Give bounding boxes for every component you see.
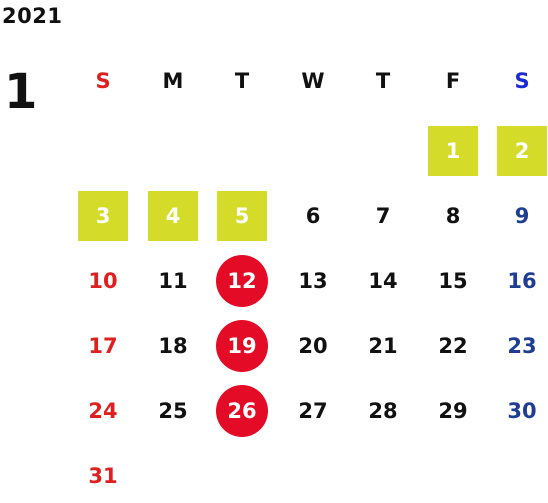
day-cell: 9: [497, 191, 547, 241]
day-number: 29: [438, 399, 468, 423]
day-number: 22: [438, 334, 468, 358]
day-number: 9: [514, 204, 530, 228]
closed-day-circle: [216, 320, 268, 372]
day-cell: 24: [78, 386, 128, 436]
day-cell: 30: [497, 386, 547, 436]
day-cell: 18: [148, 321, 198, 371]
day-number: 3: [95, 204, 111, 228]
day-number: 16: [507, 269, 537, 293]
day-number: 31: [88, 464, 118, 488]
day-cell: 20: [288, 321, 338, 371]
day-number: 21: [368, 334, 398, 358]
day-cell-closed: 26: [216, 385, 268, 437]
closed-day-circle: [216, 385, 268, 437]
closed-day-circle: [216, 255, 268, 307]
day-number: 18: [158, 334, 188, 358]
day-cell-holiday: 1: [428, 126, 478, 176]
day-cell: 14: [358, 256, 408, 306]
day-cell-holiday: 4: [148, 191, 198, 241]
day-number: 5: [234, 204, 250, 228]
day-number: 1: [445, 139, 461, 163]
day-number: 23: [507, 334, 537, 358]
day-number: 19: [227, 334, 257, 358]
day-cell: 17: [78, 321, 128, 371]
day-number: 26: [227, 399, 257, 423]
day-cell-closed: 12: [216, 255, 268, 307]
day-cell: 11: [148, 256, 198, 306]
day-number: 6: [305, 204, 321, 228]
day-number: 8: [445, 204, 461, 228]
day-number: 4: [165, 204, 181, 228]
day-number: 27: [298, 399, 328, 423]
day-cell: 15: [428, 256, 478, 306]
weekday-0: S: [95, 69, 111, 93]
day-cell-holiday: 5: [217, 191, 267, 241]
weekday-6: S: [514, 69, 530, 93]
day-cell-holiday: 3: [78, 191, 128, 241]
day-cell: 23: [497, 321, 547, 371]
day-number: 2: [514, 139, 530, 163]
day-number: 12: [227, 269, 257, 293]
day-number: 13: [298, 269, 328, 293]
weekday-1: M: [162, 69, 184, 93]
day-cell: 6: [288, 191, 338, 241]
day-number: 11: [158, 269, 188, 293]
day-cell: 29: [428, 386, 478, 436]
day-cell: 21: [358, 321, 408, 371]
day-cell: 25: [148, 386, 198, 436]
day-cell: 28: [358, 386, 408, 436]
day-number: 24: [88, 399, 118, 423]
weekday-4: T: [375, 69, 391, 93]
day-number: 15: [438, 269, 468, 293]
weekday-2: T: [234, 69, 250, 93]
day-cell: 27: [288, 386, 338, 436]
day-cell: 31: [78, 451, 128, 501]
weekday-3: W: [301, 69, 325, 93]
weekday-5: F: [445, 69, 461, 93]
day-cell: 7: [358, 191, 408, 241]
day-number: 17: [88, 334, 118, 358]
day-number: 10: [88, 269, 118, 293]
day-cell: 16: [497, 256, 547, 306]
day-number: 20: [298, 334, 328, 358]
day-cell: 10: [78, 256, 128, 306]
day-number: 30: [507, 399, 537, 423]
day-cell: 8: [428, 191, 478, 241]
day-number: 7: [375, 204, 391, 228]
day-cell: 13: [288, 256, 338, 306]
year-label: 2021: [2, 4, 63, 28]
day-cell-closed: 19: [216, 320, 268, 372]
day-number: 25: [158, 399, 188, 423]
day-number: 14: [368, 269, 398, 293]
month-label: 1: [4, 64, 38, 120]
day-cell-holiday: 2: [497, 126, 547, 176]
day-cell: 22: [428, 321, 478, 371]
day-number: 28: [368, 399, 398, 423]
